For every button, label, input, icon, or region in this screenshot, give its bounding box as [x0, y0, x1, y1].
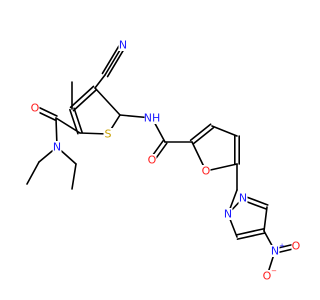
atom-label-background-o_nitro_top: [291, 240, 300, 252]
atom-label-background-n_pyrazole_2: [238, 192, 248, 204]
bond-line-14: [71, 163, 77, 190]
bond-line-27b: [235, 228, 265, 236]
atom-label-o_nitro_top: O: [292, 240, 300, 253]
bond-line-6b: [72, 88, 98, 112]
bond-line-2: [94, 87, 121, 116]
bond-line-29a: [242, 195, 269, 206]
atom-label-background-o_furan: [201, 165, 211, 177]
bond-line-4: [79, 132, 109, 135]
bond-line-5a: [73, 107, 83, 134]
bond-line-0c: [106, 45, 127, 78]
bond-line-22: [205, 163, 238, 172]
atom-label-o_amide_top: O: [31, 102, 40, 115]
atom-label-n_pyrazole_2: N: [239, 192, 247, 205]
atom-label-o_nitro_bottom: O: [263, 270, 272, 283]
atom-label-background-n_cyano: [118, 39, 128, 51]
bond-line-28: [263, 206, 268, 232]
bond-line-27a: [236, 232, 266, 240]
bond-line-12: [26, 161, 40, 185]
bond-line-20: [211, 125, 238, 137]
atom-label-nh_amide: NH: [144, 112, 161, 125]
atom-label-background-n_diethyl: [52, 141, 62, 153]
atom-label-background-o_amide_mid: [147, 154, 157, 166]
atom-label-background-o_amide_top: [30, 102, 40, 114]
charge-n_nitro: +: [279, 242, 285, 250]
atom-label-o_amide_mid: O: [148, 154, 157, 167]
bond-line-6a: [69, 85, 95, 109]
atom-label-background-n_nitro: [270, 245, 280, 257]
atom-label-n_nitro: N: [271, 245, 279, 258]
atom-label-background-n_pyrazole_1: [223, 208, 233, 220]
charge-o_nitro_bottom: −: [271, 267, 277, 275]
bond-line-5b: [69, 108, 79, 135]
atom-label-n_cyano: N: [119, 39, 127, 52]
bond-line-0b: [101, 42, 122, 75]
bond-line-1: [94, 74, 106, 89]
atom-label-background-o_nitro_bottom: [262, 270, 272, 282]
bond-line-19a: [192, 126, 215, 145]
atom-label-n_pyrazole_1: N: [224, 208, 232, 221]
bond-line-8: [55, 117, 81, 134]
bond-line-19b: [189, 123, 212, 142]
atom-label-o_furan: O: [202, 165, 211, 178]
atom-label-n_diethyl: N: [53, 141, 61, 154]
bond-layer: [26, 42, 298, 277]
atom-label-background-s_thio: [103, 128, 113, 140]
atom-label-s_thio: S: [105, 128, 112, 141]
atom-label-background-nh_amide: [144, 112, 160, 124]
